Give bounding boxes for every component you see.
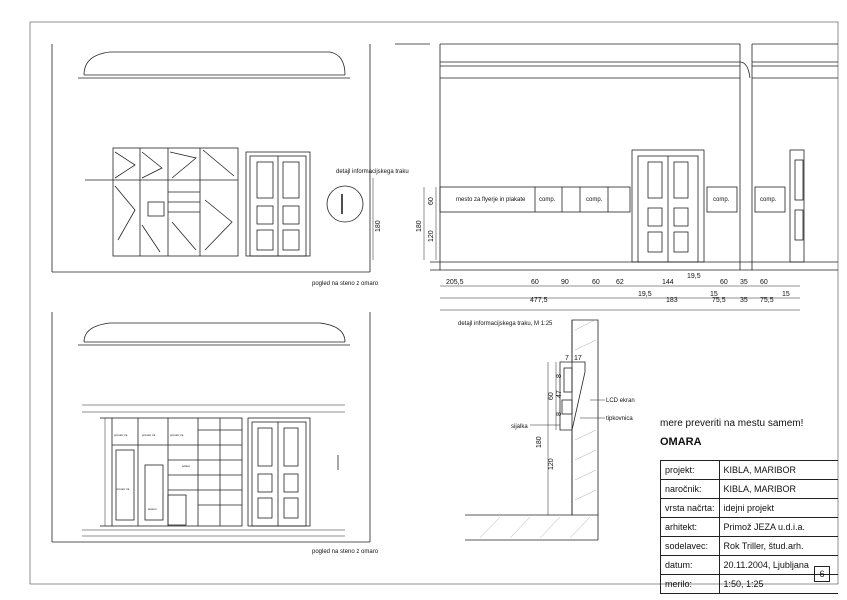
tb-key: projekt: (660, 460, 720, 480)
tb-key: naročnik: (660, 479, 720, 499)
dim-180-upper: 180 (375, 220, 382, 232)
cabinet-label-4: prostor za (116, 487, 130, 491)
dim-75-5b: 75,5 (760, 297, 774, 304)
lcd-label: LCD ekran (606, 398, 635, 404)
dim-19-5a: 19,5 (687, 273, 701, 280)
title-block-row: merilo:1:50, 1:25 (660, 574, 838, 594)
tb-key: datum: (660, 555, 720, 575)
cabinet-label-6: polica (182, 464, 190, 468)
title-block-row: vrsta načrta:idejni projekt (660, 498, 838, 518)
detail-label-upper: detajl informacijskega traku (336, 169, 409, 175)
dim-35b: 35 (740, 297, 748, 304)
comp-label-4: comp. (760, 197, 777, 203)
comp-label-2: comp. (586, 197, 603, 203)
title-block-row: datum:20.11.2004, Ljubljana (660, 555, 838, 575)
dim-180-strip: 180 (416, 220, 423, 232)
dim-90: 90 (561, 279, 569, 286)
upper-elevation (51, 44, 374, 273)
dim-60-strip: 60 (428, 197, 435, 205)
tb-value: Primož JEZA u.d.i.a. (718, 517, 838, 537)
dim-8a: 8 (556, 374, 563, 378)
title-block: projekt:KIBLA, MARIBOR naročnik:KIBLA, M… (660, 460, 838, 594)
dim-60-detail: 60 (548, 392, 555, 400)
sheet-border (29, 21, 839, 585)
detail-section (465, 319, 605, 541)
dim-120-strip: 120 (428, 230, 435, 242)
dim-17: 17 (574, 355, 582, 362)
keyboard-label: tipkovnica (606, 416, 633, 422)
cabinet-label-5: sistem (148, 507, 157, 511)
dim-7: 7 (565, 355, 569, 362)
comp-label-1: comp. (539, 197, 556, 203)
dim-19-5b: 19,5 (638, 291, 652, 298)
dim-15a: 15 (710, 291, 718, 298)
tb-value: Rok Triller, štud.arh. (718, 536, 838, 556)
flyer-label: mesto za flyerje in plakate (456, 197, 526, 203)
check-note: mere preveriti na mestu samem! (660, 418, 804, 429)
tb-key: merilo: (660, 574, 720, 594)
dim-180-detail: 180 (536, 436, 543, 448)
cabinet-label-1: prostor za (114, 433, 128, 437)
tb-key: arhitekt: (660, 517, 720, 537)
dim-205-5: 205,5 (446, 279, 464, 286)
dim-60a: 60 (531, 279, 539, 286)
tb-key: sodelavec: (660, 536, 720, 556)
page-number: 6 (814, 566, 830, 582)
tb-value: KIBLA, MARIBOR (718, 460, 838, 480)
dim-75-5a: 75,5 (712, 297, 726, 304)
title-block-row: sodelavec:Rok Triller, štud.arh. (660, 536, 838, 556)
upper-view-caption: pogled na steno z omaro (312, 281, 379, 287)
dim-144: 144 (662, 279, 674, 286)
dim-62: 62 (616, 279, 624, 286)
comp-label-3: comp. (713, 197, 730, 203)
sheet-title: OMARA (660, 436, 702, 448)
dim-60c: 60 (720, 279, 728, 286)
dim-477-5: 477,5 (530, 297, 548, 304)
tb-value: idejni projekt (718, 498, 838, 518)
title-block-row: arhitekt:Primož JEZA u.d.i.a. (660, 517, 838, 537)
lower-view-caption: pogled na steno z omaro (312, 549, 379, 555)
dim-15b: 15 (782, 291, 790, 298)
dim-60d: 60 (760, 279, 768, 286)
detail-label-lower: detajl informacijskega traku, M 1:25 (458, 321, 553, 327)
title-block-row: naročnik:KIBLA, MARIBOR (660, 479, 838, 499)
light-label: sijalka (511, 424, 528, 430)
dim-47: 47 (556, 390, 563, 398)
lower-elevation (51, 312, 371, 543)
upper-right-elevation (395, 43, 838, 311)
dim-183: 183 (666, 297, 678, 304)
dim-8b: 8 (556, 412, 563, 416)
dim-60b: 60 (592, 279, 600, 286)
dim-35a: 35 (740, 279, 748, 286)
title-block-row: projekt:KIBLA, MARIBOR (660, 460, 838, 480)
dim-120-detail: 120 (548, 458, 555, 470)
tb-value: 1:50, 1:25 (718, 574, 838, 594)
tb-key: vrsta načrta: (660, 498, 720, 518)
cabinet-label-3: prostor za (170, 433, 184, 437)
cabinet-label-2: prostor za (142, 433, 156, 437)
tb-value: KIBLA, MARIBOR (718, 479, 838, 499)
